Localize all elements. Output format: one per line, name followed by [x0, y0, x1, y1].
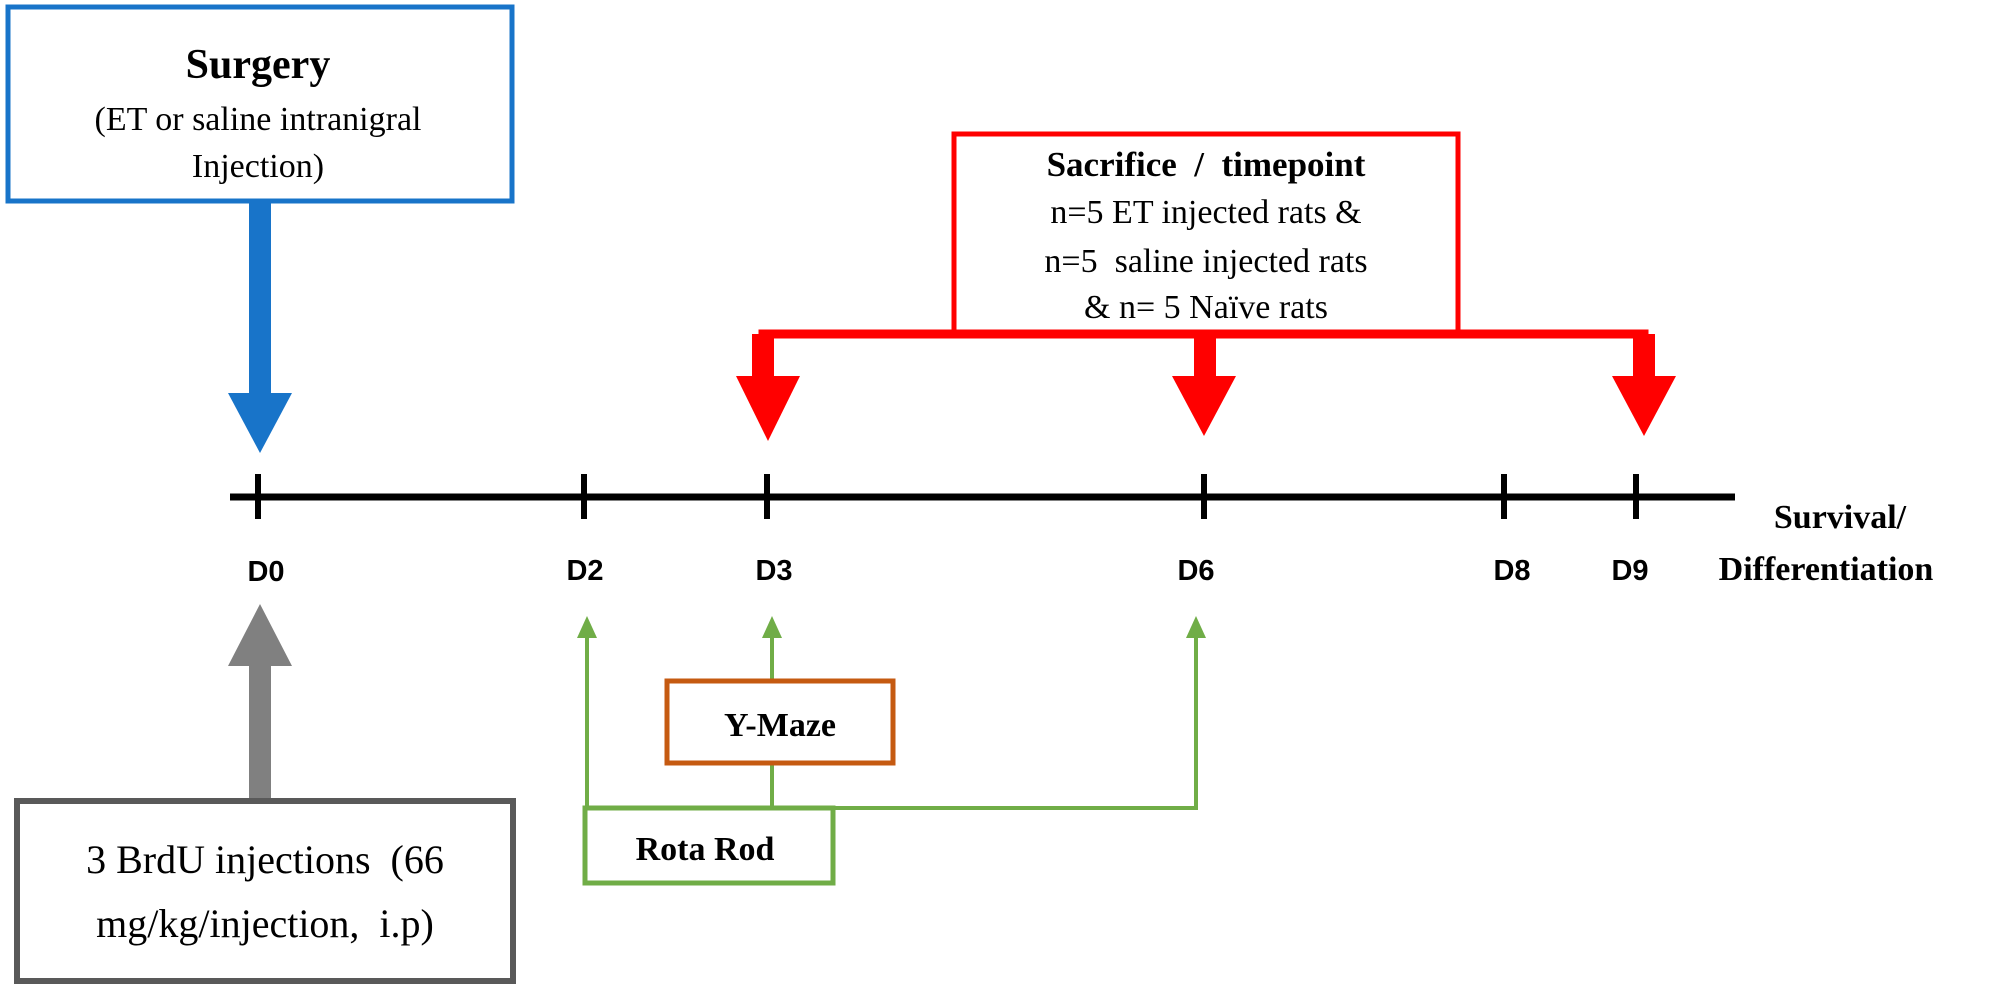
- sacrifice-line-1: n=5 ET injected rats &: [1050, 194, 1361, 231]
- survival-label: Survival/ Differentiation: [1719, 499, 1934, 588]
- rotarod-label: Rota Rod: [636, 831, 775, 868]
- sacrifice-group: Sacrifice / timepoint n=5 ET injected ra…: [951, 131, 1461, 338]
- surgery-line-1: (ET or saline intranigral: [95, 101, 422, 138]
- sacrifice-arrow-d3: [736, 334, 800, 441]
- surgery-line-2: Injection): [192, 148, 324, 185]
- ymaze-label: Y-Maze: [724, 707, 836, 744]
- brdu-line-2: mg/kg/injection, i.p): [96, 901, 434, 946]
- sacrifice-line-3: & n= 5 Naïve rats: [1084, 289, 1328, 326]
- day-label-d9: D9: [1611, 555, 1648, 587]
- survival-label-line-1: Survival/: [1774, 499, 1907, 536]
- brdu-arrow: [228, 604, 292, 802]
- rotarod-group: Rota Rod: [582, 805, 836, 886]
- ymaze-group: Y-Maze: [664, 678, 896, 766]
- timeline-axis: [230, 474, 1735, 519]
- day-label-d2: D2: [566, 555, 603, 587]
- brdu-group: 3 BrdU injections (66 mg/kg/injection, i…: [14, 798, 516, 984]
- sacrifice-box: [951, 131, 1461, 338]
- survival-label-line-2: Differentiation: [1719, 551, 1934, 588]
- ymaze-box: [664, 678, 896, 766]
- brdu-line-1: 3 BrdU injections (66: [86, 837, 444, 882]
- sacrifice-arrows: [736, 329, 1676, 441]
- surgery-arrow: [228, 201, 292, 453]
- rotarod-box: [582, 805, 836, 886]
- surgery-group: Surgery (ET or saline intranigral Inject…: [5, 4, 515, 204]
- sacrifice-title: Sacrifice / timepoint: [1047, 145, 1366, 184]
- sacrifice-arrow-d6: [1172, 334, 1236, 436]
- sacrifice-arrow-d9: [1612, 334, 1676, 436]
- day-label-d0: D0: [247, 556, 284, 588]
- day-label-d8: D8: [1493, 555, 1530, 587]
- day-label-d3: D3: [755, 555, 792, 587]
- day-label-d6: D6: [1177, 555, 1214, 587]
- surgery-title: Surgery: [186, 42, 331, 88]
- surgery-box: [5, 4, 515, 204]
- brdu-box: [14, 798, 516, 984]
- day-labels: D0 D2 D3 D6 D8 D9: [247, 555, 1648, 588]
- sacrifice-line-2: n=5 saline injected rats: [1044, 243, 1367, 280]
